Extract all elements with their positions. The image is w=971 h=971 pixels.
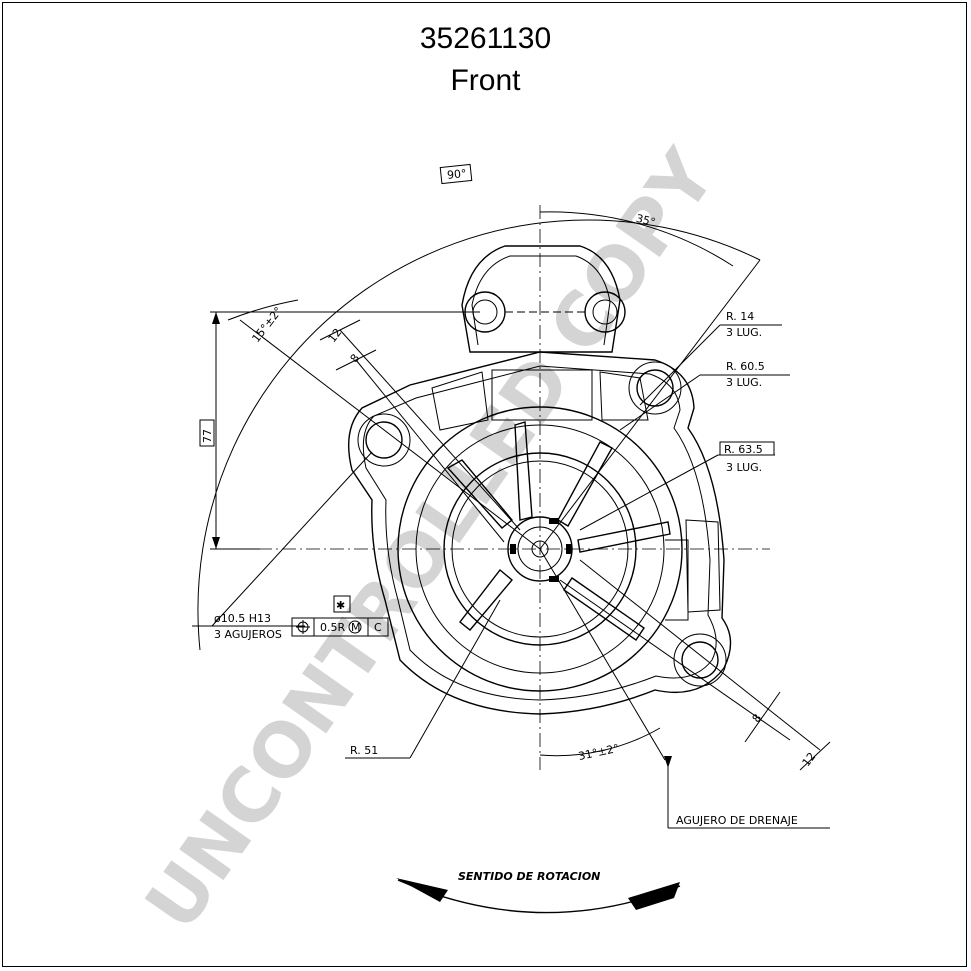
dim-12-bot-line	[799, 741, 831, 771]
position-tolerance-frame: 0.5R M C ✱	[291, 595, 389, 637]
rotation-arrow	[396, 878, 681, 914]
dim-8-bot-line	[744, 691, 781, 743]
tol-flag: ✱	[336, 599, 345, 612]
arc-31	[539, 727, 661, 757]
tol-value-label: 0.5R	[320, 621, 345, 634]
angle-90-label: 90°	[446, 167, 467, 182]
dim-77-label: 77	[201, 429, 214, 443]
dim-8-bot-label: 8	[750, 712, 765, 726]
view-title: Front	[450, 64, 521, 97]
drain-label: AGUJERO DE DRENAJE	[676, 814, 798, 827]
tol-mod-label: M	[351, 621, 361, 634]
leader-15	[239, 319, 541, 550]
r635-box	[719, 441, 775, 456]
dim-12-bot-label: 12	[800, 750, 819, 769]
r14-lug-label: 3 LUG.	[726, 326, 762, 339]
angle-90-box	[439, 163, 473, 185]
leader-35	[539, 259, 761, 550]
mounting-flange	[347, 351, 732, 715]
r635-lug-label: 3 LUG.	[726, 461, 762, 474]
arc-35	[539, 211, 734, 267]
angle-35-label: 35°	[635, 212, 657, 229]
part-number-title: 35261130	[419, 22, 552, 55]
r51-label: R. 51	[350, 744, 378, 757]
leader-31	[539, 548, 666, 761]
hole-dia-label: ø10.5 H13	[214, 612, 271, 625]
hole-count-label: 3 AGUJEROS	[214, 628, 282, 641]
tol-ref-label: C	[374, 621, 382, 634]
rotation-label: SENTIDO DE ROTACION	[458, 870, 600, 883]
r605-lug-label: 3 LUG.	[726, 376, 762, 389]
r14-label: R. 14	[726, 310, 754, 323]
dim-77-box	[199, 419, 215, 447]
r605-label: R. 60.5	[726, 360, 765, 373]
housing-ribs	[446, 421, 671, 641]
arc-15	[227, 299, 299, 321]
angle-31-label: 31°±2°	[577, 742, 620, 763]
nose-housing	[397, 406, 683, 692]
r635-label: R. 63.5	[724, 443, 763, 456]
solenoid-housing	[461, 245, 626, 353]
